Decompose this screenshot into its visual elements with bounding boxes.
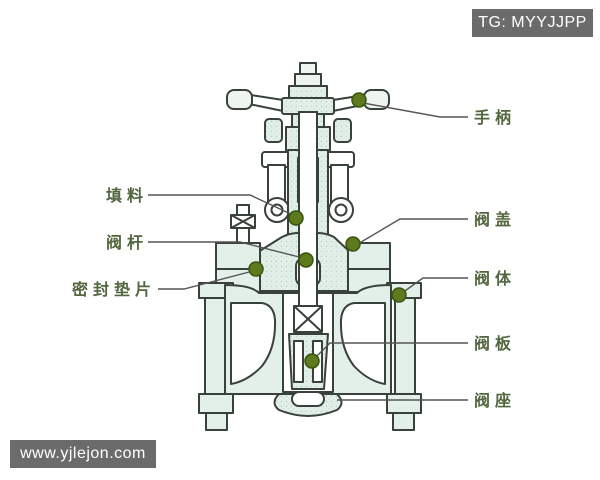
marker-handle xyxy=(351,92,367,108)
leader-packing xyxy=(148,194,294,216)
bonnet-flange-right xyxy=(347,242,391,270)
label-handle: 手柄 xyxy=(474,110,517,127)
leader-handle xyxy=(362,102,468,118)
handwheel xyxy=(226,89,390,112)
watermark-website: www.yjlejon.com xyxy=(10,440,156,468)
label-stem: 阀杆 xyxy=(105,235,148,252)
label-body: 阀体 xyxy=(474,271,517,288)
marker-body xyxy=(391,287,407,303)
leader-body xyxy=(401,277,468,294)
leader-stem xyxy=(148,241,304,259)
yoke-tab-left xyxy=(264,118,283,143)
leader-disc xyxy=(314,342,468,359)
handwheel-grip-left xyxy=(226,89,253,110)
valve-body xyxy=(198,282,422,431)
label-gasket: 密封垫片 xyxy=(71,282,156,299)
yoke-tab-right xyxy=(333,118,352,143)
pipe-flange-left xyxy=(198,282,234,431)
marker-gasket xyxy=(248,261,264,277)
marker-dots xyxy=(248,92,407,369)
leader-gasket xyxy=(158,270,254,290)
eyebolt-left xyxy=(261,151,292,223)
stem-cap-nut xyxy=(294,62,322,87)
body-cavity-left xyxy=(230,302,277,385)
stem-nut-crosshatch xyxy=(293,305,323,333)
leader-lines xyxy=(148,102,468,401)
seat-bore xyxy=(291,391,325,407)
label-disc: 阀板 xyxy=(474,336,517,353)
label-seat: 阀座 xyxy=(474,393,517,410)
marker-packing xyxy=(288,210,304,226)
eyebolt-right xyxy=(324,151,355,223)
marker-stem xyxy=(298,252,314,268)
watermark-telegram: TG: MYYJJPP xyxy=(472,9,593,37)
marker-disc xyxy=(304,353,320,369)
label-bonnet: 阀盖 xyxy=(474,212,517,229)
marker-bonnet xyxy=(345,236,361,252)
label-packing: 填料 xyxy=(105,188,148,205)
pipe-flange-right xyxy=(386,282,422,431)
leader-bonnet xyxy=(355,218,468,246)
valve-stem xyxy=(298,111,318,309)
bonnet-bolt xyxy=(230,204,256,246)
